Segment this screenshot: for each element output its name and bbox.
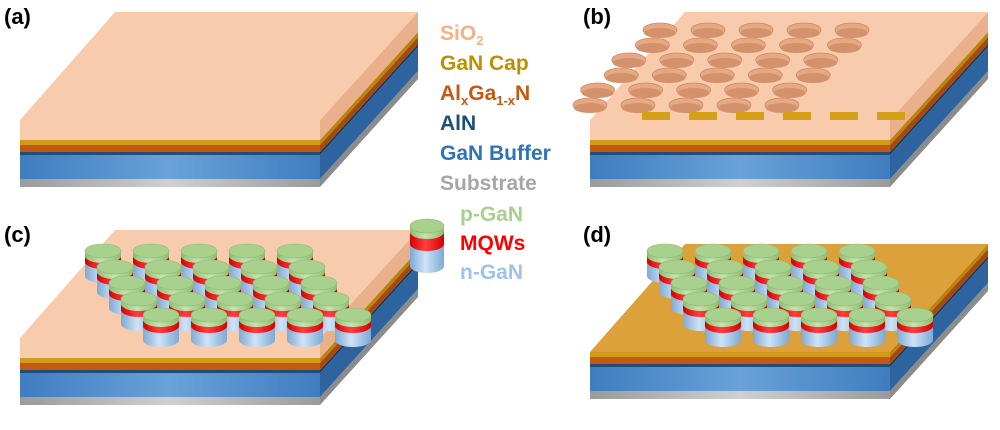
nanowire-legend-icon bbox=[409, 218, 445, 273]
legend-mqws: MQWs bbox=[460, 232, 525, 255]
mask-hole bbox=[699, 67, 735, 83]
legend-algan-al: Al bbox=[440, 82, 461, 105]
panel-label-c: (c) bbox=[4, 222, 31, 247]
panel-b-patterned-mask bbox=[572, 12, 988, 187]
mask-hole bbox=[659, 52, 695, 68]
panel-label-a: (a) bbox=[4, 4, 31, 29]
mask-hole bbox=[642, 22, 678, 38]
legend-p-gan: p-GaN bbox=[460, 203, 523, 226]
nanowire bbox=[334, 307, 372, 347]
panel-a-as-grown-wafer bbox=[20, 12, 418, 187]
layer-gan-cap bbox=[20, 32, 418, 145]
nanowire-legend: p-GaN MQWs n-GaN bbox=[409, 203, 525, 284]
nanowire bbox=[142, 307, 180, 347]
mask-hole bbox=[786, 22, 822, 38]
hole-cap-exposed bbox=[736, 112, 764, 120]
mask-hole bbox=[755, 52, 791, 68]
mask-hole bbox=[724, 82, 759, 98]
legend-sio2-sub: 2 bbox=[476, 33, 483, 48]
mask-hole bbox=[628, 82, 663, 98]
layer-substrate bbox=[20, 289, 418, 405]
mask-hole bbox=[668, 97, 704, 113]
legend-gan-cap: GaN Cap bbox=[440, 52, 529, 75]
mask-hole bbox=[827, 37, 862, 53]
legend-algan-1x: 1-x bbox=[496, 93, 516, 108]
mask-hole bbox=[620, 97, 656, 113]
panel-label-d: (d) bbox=[583, 222, 611, 247]
nanowire bbox=[800, 307, 838, 347]
nanowire bbox=[238, 307, 276, 347]
mask-hole bbox=[779, 37, 814, 53]
panel-label-b: (b) bbox=[583, 4, 611, 29]
layer-gan-buffer bbox=[590, 259, 988, 391]
layer-gan-cap bbox=[590, 32, 988, 145]
legend-gan-buffer: GaN Buffer bbox=[440, 142, 551, 165]
mask-hole bbox=[803, 52, 839, 68]
nanowire bbox=[704, 307, 742, 347]
mask-hole bbox=[690, 22, 726, 38]
layer-gan-buffer bbox=[590, 47, 988, 179]
mask-hole bbox=[738, 22, 774, 38]
mask-hole bbox=[834, 22, 870, 38]
nanowire bbox=[752, 307, 790, 347]
layer-sio2 bbox=[20, 12, 418, 140]
nanowire bbox=[286, 307, 324, 347]
layer-gan-buffer bbox=[20, 47, 418, 179]
mask-hole bbox=[707, 52, 743, 68]
mask-hole bbox=[795, 67, 831, 83]
nanowire bbox=[896, 307, 934, 347]
hole-cap-exposed bbox=[642, 112, 670, 120]
mask-hole bbox=[683, 37, 718, 53]
mask-hole bbox=[651, 67, 687, 83]
nanowire bbox=[190, 307, 228, 347]
legend-aln: AlN bbox=[440, 112, 476, 135]
mask-hole bbox=[731, 37, 766, 53]
mask-hole bbox=[580, 82, 615, 98]
hole-cap-exposed bbox=[877, 112, 905, 120]
legend-sio2: SiO2 bbox=[440, 22, 483, 48]
panel-c-nanowire-growth bbox=[20, 230, 418, 405]
legend-algan-n: N bbox=[515, 82, 530, 105]
mask-hole bbox=[764, 97, 800, 113]
layer-substrate bbox=[20, 71, 418, 187]
layer-substrate bbox=[590, 71, 988, 187]
hole-cap-exposed bbox=[689, 112, 717, 120]
layer-substrate bbox=[590, 283, 988, 399]
mask-hole bbox=[772, 82, 807, 98]
mask-hole bbox=[603, 67, 639, 83]
panel-d-mask-removed bbox=[590, 243, 988, 399]
legend-n-gan: n-GaN bbox=[460, 261, 523, 284]
mask-hole bbox=[635, 37, 670, 53]
layer-aln bbox=[590, 44, 988, 155]
legend-algan-x: x bbox=[461, 93, 469, 108]
mask-hole bbox=[611, 52, 647, 68]
hole-cap-exposed bbox=[783, 112, 811, 120]
legend-sio2-name: SiO bbox=[440, 22, 476, 45]
mask-hole bbox=[572, 97, 608, 113]
mask-hole bbox=[747, 67, 783, 83]
mask-hole bbox=[676, 82, 711, 98]
legend-substrate: Substrate bbox=[440, 172, 537, 195]
legend-algan: AlxGa1-xN bbox=[440, 82, 530, 108]
layer-algan bbox=[590, 37, 988, 152]
legend-algan-ga: Ga bbox=[468, 82, 496, 105]
nanowire bbox=[848, 307, 886, 347]
layer-aln bbox=[20, 44, 418, 155]
layer-legend: SiO2 GaN Cap AlxGa1-xN AlN GaN Buffer Su… bbox=[440, 22, 551, 195]
hole-cap-exposed bbox=[830, 112, 858, 120]
layer-algan bbox=[20, 37, 418, 152]
mask-hole bbox=[716, 97, 752, 113]
